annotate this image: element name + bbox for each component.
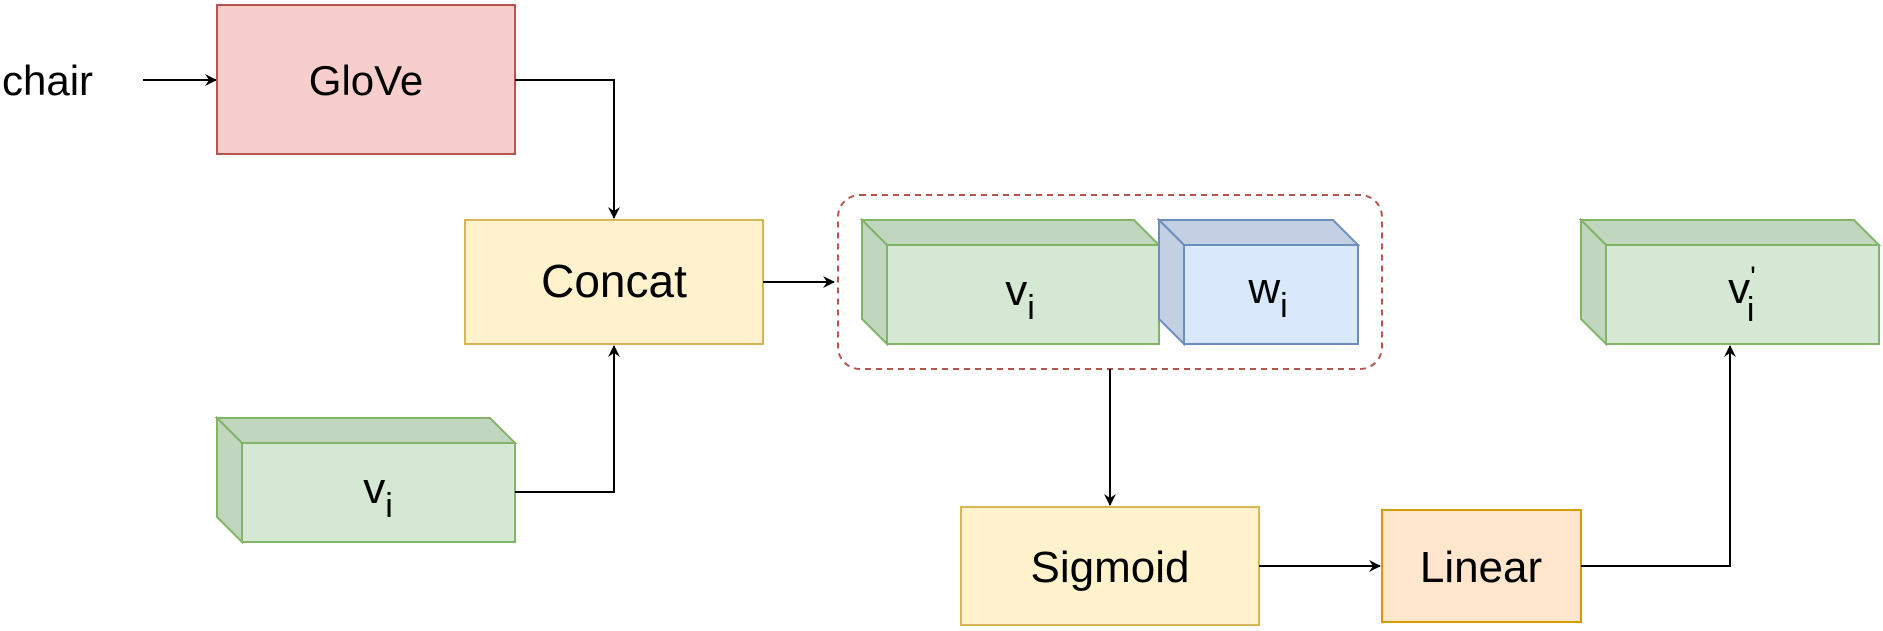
linear-label: Linear — [1420, 543, 1542, 592]
arrow-glove-to-concat — [515, 79, 620, 219]
concat-node: Concat — [464, 219, 764, 345]
sigmoid-box — [960, 506, 1260, 626]
arrow-linear-to-output — [1581, 345, 1736, 567]
output-vector-front-face — [1605, 244, 1880, 345]
concat-vector-wi: wi — [1156, 217, 1361, 347]
glove-node: GloVe — [216, 4, 516, 155]
input-word-label: chair — [2, 57, 93, 104]
concat-vi-label: vi — [1005, 266, 1035, 327]
concat-vi-front-face — [886, 244, 1160, 345]
linear-box — [1381, 509, 1582, 623]
concat-vi-top-face — [859, 219, 1162, 246]
linear-node: Linear — [1381, 509, 1582, 623]
input-vector-vi: vi — [214, 415, 518, 545]
output-vector-label: v'i — [1728, 261, 1756, 329]
arrow-vi-to-concat — [515, 345, 620, 493]
input-vector-label: vi — [363, 464, 393, 525]
concat-label: Concat — [541, 255, 687, 307]
concat-box — [464, 219, 764, 345]
glove-box — [216, 4, 516, 155]
glove-label: GloVe — [309, 57, 423, 104]
input-vector-front-face — [241, 442, 516, 543]
concat-wi-front-face — [1183, 244, 1359, 345]
sigmoid-node: Sigmoid — [960, 506, 1260, 626]
input-vector-top-face — [214, 417, 518, 444]
concat-wi-top-face — [1156, 219, 1361, 246]
sigmoid-label: Sigmoid — [1031, 543, 1190, 592]
output-vector-vi-prime: v'i — [1578, 217, 1882, 347]
concat-wi-label: wi — [1247, 264, 1287, 325]
concat-vector-vi: vi — [859, 217, 1162, 347]
output-vector-top-face — [1578, 219, 1882, 246]
